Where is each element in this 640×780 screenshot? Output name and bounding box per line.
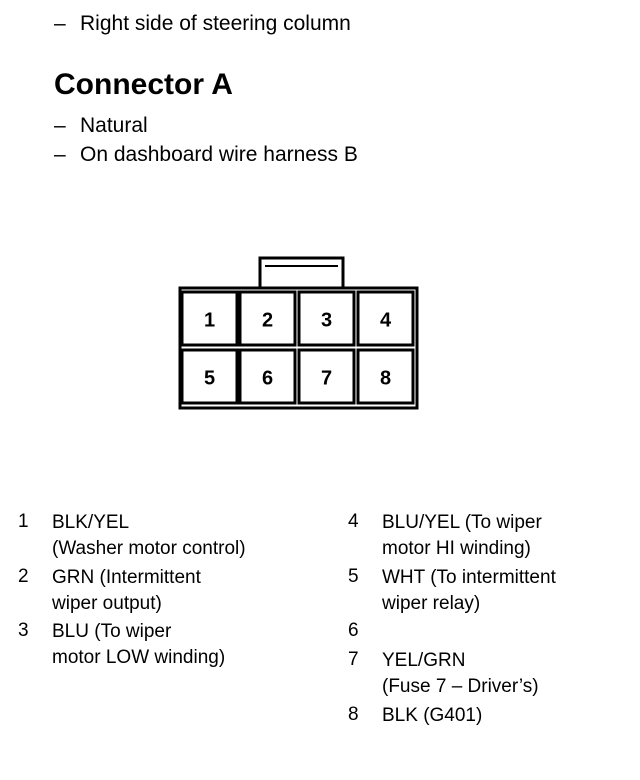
pin-description-line: WHT (To intermittent: [382, 567, 556, 588]
pin-description-line: GRN (Intermittent: [52, 567, 201, 588]
detail-line-color: –Natural: [54, 114, 148, 138]
cavity-number: 1: [204, 310, 215, 332]
pin-description: BLK (G401): [382, 703, 482, 729]
connector-cavity: [297, 290, 356, 347]
pin-description-line: motor HI winding): [382, 538, 531, 559]
pin-description-line: wiper output): [52, 593, 162, 614]
pin-description: WHT (To intermittent wiper relay): [382, 565, 556, 617]
connector-cavity: [356, 348, 415, 405]
pin-description: BLK/YEL (Washer motor control): [52, 510, 246, 562]
connector-cavity: [238, 290, 297, 347]
connector-cavity: [356, 290, 415, 347]
pin-description-line: BLK/YEL: [52, 512, 130, 533]
cavity-number: 7: [321, 368, 332, 390]
cavity-number: 5: [204, 368, 215, 390]
dash: –: [54, 12, 66, 35]
pin-description-line: BLU/YEL (To wiper: [382, 512, 542, 533]
pin-number: 7: [348, 649, 359, 670]
connector-cavity: [238, 348, 297, 405]
location-line: –Right side of steering column: [54, 12, 351, 36]
pin-description: BLU (To wiper motor LOW winding): [52, 619, 225, 671]
detail-text: On dashboard wire harness B: [80, 143, 358, 166]
pin-number: 1: [18, 511, 29, 532]
location-text: Right side of steering column: [80, 12, 351, 35]
dash: –: [54, 114, 66, 137]
cavity-number: 2: [262, 310, 273, 332]
cavity-number: 8: [380, 368, 391, 390]
connector-cavity: [297, 348, 356, 405]
pin-description-line: motor LOW winding): [52, 647, 226, 668]
cavity-number: 6: [262, 368, 273, 390]
pin-number: 5: [348, 566, 359, 587]
pin-number: 2: [18, 566, 29, 587]
pin-description-line: BLK (G401): [382, 705, 483, 726]
pin-description-line: BLU (To wiper: [52, 621, 172, 642]
pin-description-line: YEL/GRN: [382, 650, 466, 671]
detail-text: Natural: [80, 114, 148, 137]
connector-title: Connector A: [54, 68, 233, 101]
pin-description: YEL/GRN (Fuse 7 – Driver’s): [382, 648, 539, 700]
connector-cavity: [180, 290, 239, 347]
cavity-number: 4: [380, 310, 392, 332]
pin-number: 4: [348, 511, 359, 532]
pin-number: 8: [348, 704, 359, 725]
cavity-group: 1 2 3 4 5 6 7 8: [180, 290, 415, 405]
connector-lock-tab: [258, 256, 345, 290]
pin-description-line: wiper relay): [382, 593, 481, 614]
pin-number: 3: [18, 620, 29, 641]
connector-cavity: [180, 348, 239, 405]
cavity-number: 3: [321, 310, 332, 332]
pin-number: 6: [348, 620, 359, 641]
pin-description-line: (Washer motor control): [52, 538, 246, 559]
detail-line-location: –On dashboard wire harness B: [54, 143, 358, 167]
dash: –: [54, 143, 66, 166]
pin-description: GRN (Intermittent wiper output): [52, 565, 201, 617]
pin-description-line: (Fuse 7 – Driver’s): [382, 676, 539, 697]
pin-description: BLU/YEL (To wiper motor HI winding): [382, 510, 542, 562]
